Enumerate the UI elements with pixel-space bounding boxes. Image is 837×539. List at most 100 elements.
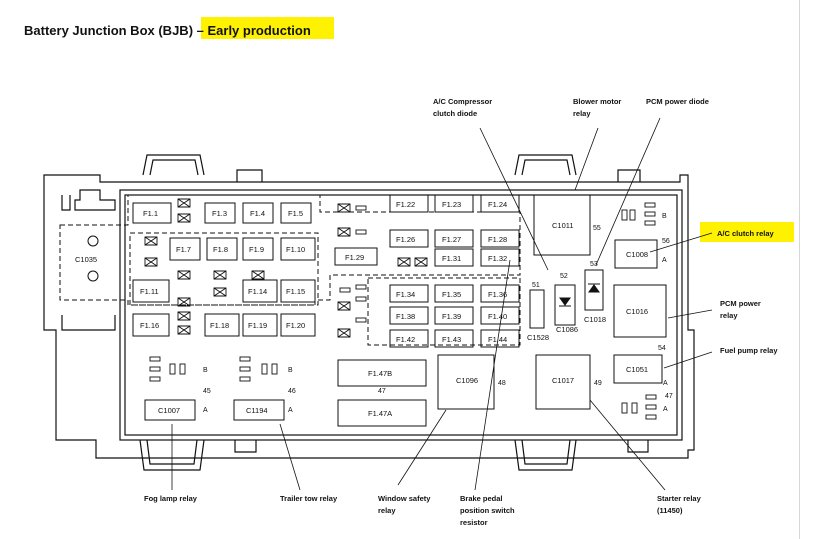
number-label: 52 bbox=[560, 273, 568, 280]
relay-label: C1008 bbox=[626, 250, 648, 259]
callout-pcm-relay: PCM power bbox=[720, 299, 761, 308]
relay-label: C1051 bbox=[626, 365, 648, 374]
callout-fog: Fog lamp relay bbox=[144, 494, 198, 503]
fuse-label: F1.23 bbox=[442, 200, 461, 209]
fuse-label: F1.15 bbox=[286, 287, 305, 296]
fuse-label: F1.7 bbox=[176, 245, 191, 254]
number-label: 56 bbox=[662, 238, 670, 245]
callout-ac-diode: A/C Compressor bbox=[433, 97, 492, 106]
fuse-label: F1.1 bbox=[143, 209, 158, 218]
leader-lines bbox=[171, 117, 713, 491]
page-title: Battery Junction Box (BJB) – Early produ… bbox=[24, 23, 311, 38]
fuse-label: F1.24 bbox=[488, 200, 507, 209]
fuse-label: F1.3 bbox=[212, 209, 227, 218]
number-label: 53 bbox=[590, 261, 598, 268]
fuse-label: F1.22 bbox=[396, 200, 415, 209]
number-label: 47 bbox=[665, 393, 673, 400]
fuse-label: F1.16 bbox=[140, 321, 159, 330]
relay-label: C1017 bbox=[552, 376, 574, 385]
title-highlight-text: Early production bbox=[207, 23, 311, 38]
callout-brake: Brake pedal bbox=[460, 494, 503, 503]
callout-blower: Blower motor bbox=[573, 97, 621, 106]
number-label: 48 bbox=[498, 380, 506, 387]
callout-highlight bbox=[700, 222, 794, 242]
fuse-label: F1.43 bbox=[442, 335, 461, 344]
fuse-label: F1.47B bbox=[368, 369, 392, 378]
connector-hole bbox=[87, 270, 99, 282]
number-label: 54 bbox=[658, 345, 666, 352]
callout-window: Window safety bbox=[378, 494, 431, 503]
relay-label: C1011 bbox=[552, 221, 574, 230]
fuse-label: F1.20 bbox=[286, 321, 305, 330]
fuse-label: F1.38 bbox=[396, 312, 415, 321]
relay-group: C1011 55 C1008 56 C1016 C1051 54 C1096 4… bbox=[144, 194, 673, 421]
fuse-label: F1.39 bbox=[442, 312, 461, 321]
dashed-regions bbox=[59, 194, 521, 346]
small-label: C1018 bbox=[584, 315, 606, 324]
pin-letter: A bbox=[663, 380, 668, 387]
pin-letter: A bbox=[203, 407, 208, 414]
title-prefix: Battery Junction Box (BJB) – bbox=[24, 23, 208, 38]
callout-pcm-diode: PCM power diode bbox=[646, 97, 709, 106]
diode-region bbox=[529, 269, 604, 329]
socket-marks bbox=[144, 198, 428, 338]
pin-letter: A bbox=[288, 407, 293, 414]
fuse-label: F1.42 bbox=[396, 335, 415, 344]
pin-letter: B bbox=[662, 213, 667, 220]
relay-label: C1194 bbox=[246, 406, 268, 415]
fuse-label: F1.9 bbox=[249, 245, 264, 254]
callout-ac-diode: clutch diode bbox=[433, 109, 477, 118]
fuse-label: F1.36 bbox=[488, 290, 507, 299]
fuse-label: F1.5 bbox=[288, 209, 303, 218]
number-label: 46 bbox=[288, 388, 296, 395]
callout-starter: Starter relay bbox=[657, 494, 702, 503]
number-label: 45 bbox=[203, 388, 211, 395]
relay-label: C1007 bbox=[158, 406, 180, 415]
fuse-label: F1.4 bbox=[250, 209, 265, 218]
pin-letter: B bbox=[288, 367, 293, 374]
callout-fuel-pump: Fuel pump relay bbox=[720, 346, 778, 355]
fuse-label: F1.8 bbox=[213, 245, 228, 254]
callout-trailer: Trailer tow relay bbox=[280, 494, 338, 503]
small-label: C1528 bbox=[527, 333, 549, 342]
callout-brake: resistor bbox=[460, 518, 488, 527]
pin-letter: A bbox=[662, 257, 667, 264]
callout-window: relay bbox=[378, 506, 396, 515]
fuse-label: F1.28 bbox=[488, 235, 507, 244]
fuse-label: F1.11 bbox=[140, 287, 159, 296]
number-label: 55 bbox=[593, 225, 601, 232]
relay-label: C1016 bbox=[626, 307, 648, 316]
fuse-group: F1.1 F1.3 F1.4 F1.5 F1.7 F1.8 F1.9 F1.10… bbox=[132, 194, 520, 427]
fuse-label: F1.27 bbox=[442, 235, 461, 244]
callout-ac-relay: A/C clutch relay bbox=[717, 229, 775, 238]
fuse-label: F1.47A bbox=[368, 409, 392, 418]
callout-brake: position switch bbox=[460, 506, 515, 515]
fuse-label: F1.32 bbox=[488, 254, 507, 263]
relay-label: C1096 bbox=[456, 376, 478, 385]
frame-border bbox=[799, 0, 800, 539]
connector-label: C1035 bbox=[75, 255, 97, 264]
callout-starter: (11450) bbox=[657, 506, 683, 515]
fuse-label: F1.29 bbox=[345, 253, 364, 262]
fuse-label: F1.14 bbox=[248, 287, 267, 296]
pin-letter: A bbox=[663, 406, 668, 413]
fuse-label: F1.10 bbox=[286, 245, 305, 254]
small-sockets bbox=[149, 202, 657, 420]
fuse-label: F1.18 bbox=[210, 321, 229, 330]
callout-blower: relay bbox=[573, 109, 591, 118]
fuse-label: F1.19 bbox=[248, 321, 267, 330]
small-label: C1086 bbox=[556, 325, 578, 334]
fuse-label: F1.34 bbox=[396, 290, 415, 299]
pin-letter: B bbox=[203, 367, 208, 374]
housing bbox=[43, 154, 695, 471]
number-label: 47 bbox=[378, 388, 386, 395]
fuse-label: F1.26 bbox=[396, 235, 415, 244]
fuse-label: F1.35 bbox=[442, 290, 461, 299]
number-label: 51 bbox=[532, 282, 540, 289]
fuse-label: F1.31 bbox=[442, 254, 461, 263]
connector-hole bbox=[87, 235, 99, 247]
fuse-label: F1.40 bbox=[488, 312, 507, 321]
number-label: 49 bbox=[594, 380, 602, 387]
title-highlight bbox=[201, 17, 334, 39]
